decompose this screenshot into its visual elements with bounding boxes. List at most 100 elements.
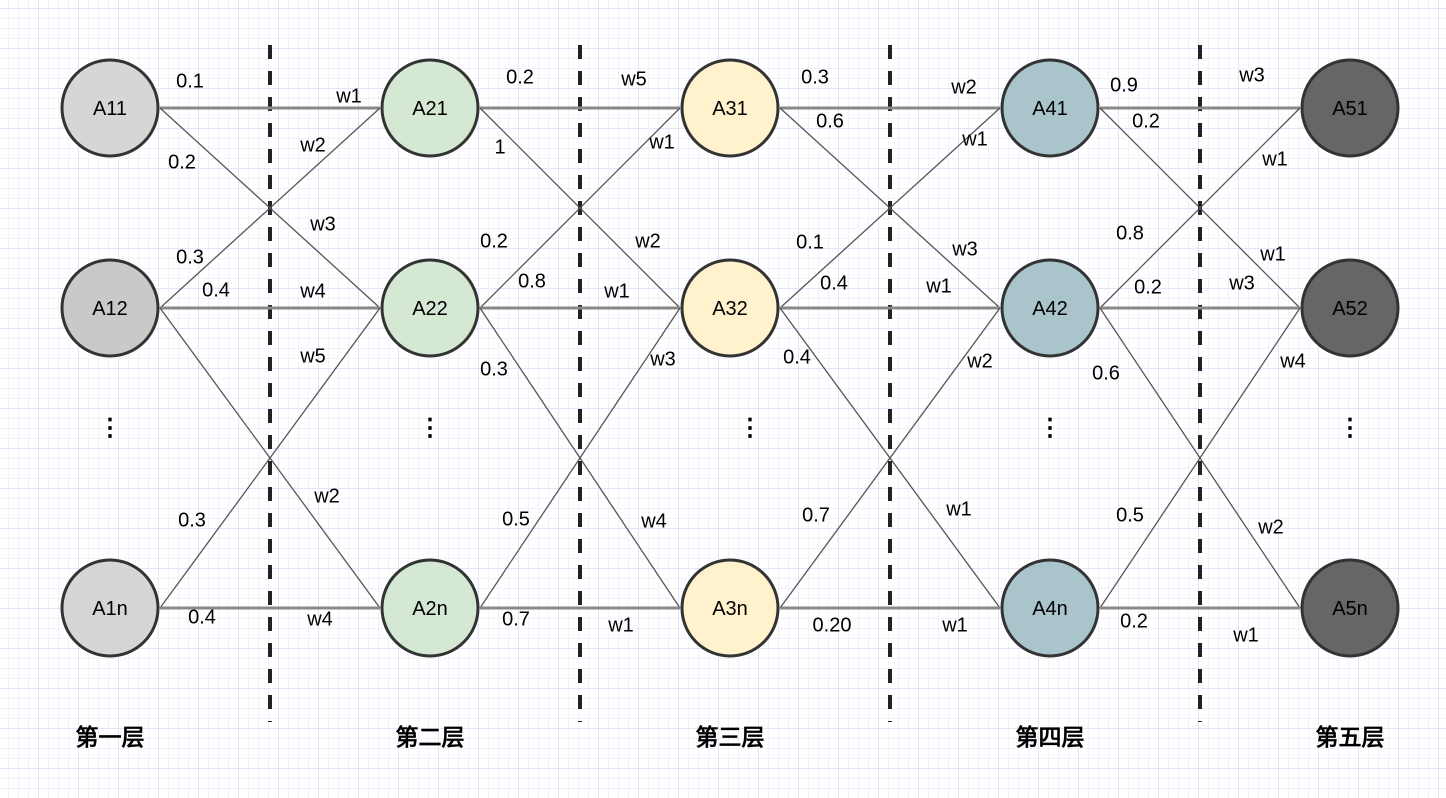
edge [779, 307, 1001, 609]
node-a12[interactable]: A12 [60, 258, 160, 358]
edge-weight-label: 0.7 [502, 608, 530, 631]
node-a31[interactable]: A31 [680, 58, 780, 158]
edge-weight-label: w4 [300, 280, 326, 303]
edge-weight-label: 0.2 [168, 151, 196, 174]
edge-weight-label: 0.8 [1116, 222, 1144, 245]
node-label: A22 [412, 298, 448, 320]
layer-title: 第三层 [695, 724, 765, 750]
edge-weight-label: w2 [635, 230, 661, 253]
layer-title: 第二层 [395, 724, 465, 750]
node-label: A42 [1032, 298, 1068, 320]
node-a42[interactable]: A42 [1000, 258, 1100, 358]
edge-weight-label: w3 [650, 348, 676, 371]
edge-weight-label: 0.3 [176, 246, 204, 269]
edge-weight-label: 0.3 [480, 358, 508, 381]
edge-weight-label: 0.5 [1116, 504, 1144, 527]
edge-weight-label: 0.1 [796, 231, 824, 254]
edge-weight-label: 0.3 [801, 66, 829, 89]
edge-weight-label: w1 [1262, 148, 1288, 171]
node-label: A2n [412, 598, 448, 620]
edge-weight-label: 0.4 [202, 279, 230, 302]
ellipsis: ⋮ [98, 414, 122, 442]
node-a3n[interactable]: A3n [680, 558, 780, 658]
node-label: A31 [712, 98, 748, 120]
edge-weight-label: 0.2 [506, 66, 534, 89]
edge-weight-label: w2 [1258, 516, 1284, 539]
edge-weight-label: 0.2 [480, 230, 508, 253]
layer-title: 第四层 [1015, 724, 1085, 750]
layer-title: 第一层 [75, 724, 145, 750]
node-label: A5n [1332, 598, 1368, 620]
edge [1099, 107, 1301, 309]
node-a52[interactable]: A52 [1300, 258, 1400, 358]
node-a22[interactable]: A22 [380, 258, 480, 358]
node-a1n[interactable]: A1n [60, 558, 160, 658]
edge-weight-label: w1 [942, 614, 968, 637]
edge-weight-label: w1 [946, 498, 972, 521]
node-a51[interactable]: A51 [1300, 58, 1400, 158]
edge-weight-label: 0.8 [518, 270, 546, 293]
edge-weight-label: w2 [300, 134, 326, 157]
edge-weight-label: w3 [310, 213, 336, 236]
edge-weight-label: 0.6 [1092, 362, 1120, 385]
node-a2n[interactable]: A2n [380, 558, 480, 658]
node-label: A51 [1332, 98, 1368, 120]
node-label: A11 [93, 98, 127, 120]
edge-weight-label: 0.6 [816, 110, 844, 133]
ellipsis: ⋮ [1338, 414, 1362, 442]
edge [159, 307, 381, 609]
node-a5n[interactable]: A5n [1300, 558, 1400, 658]
edge-weight-label: w3 [1239, 64, 1265, 87]
edge-weight-label: 0.5 [502, 508, 530, 531]
node-label: A12 [92, 298, 128, 320]
edge [159, 107, 381, 309]
edge-weight-label: 0.2 [1132, 110, 1160, 133]
node-label: A52 [1332, 298, 1368, 320]
edge [1099, 307, 1301, 609]
edge-weight-label: w3 [952, 238, 978, 261]
edge-weight-label: w2 [314, 485, 340, 508]
edge-weight-label: 0.7 [802, 504, 830, 527]
edge-weight-label: w1 [649, 131, 675, 154]
node-label: A3n [712, 598, 748, 620]
edge-weight-label: 1 [494, 136, 506, 159]
edge-weight-label: w1 [1260, 243, 1286, 266]
edge-weight-label: w1 [604, 280, 630, 303]
edge-weight-label: 0.1 [176, 70, 204, 93]
node-a41[interactable]: A41 [1000, 58, 1100, 158]
edge-weight-label: w1 [336, 85, 362, 108]
node-a32[interactable]: A32 [680, 258, 780, 358]
ellipsis: ⋮ [1038, 414, 1062, 442]
node-a11[interactable]: A11 [60, 58, 160, 158]
edge-weight-label: w4 [641, 510, 667, 533]
edge-weight-label: w2 [951, 76, 977, 99]
node-label: A21 [412, 98, 448, 120]
ellipsis: ⋮ [738, 414, 762, 442]
edge-weight-label: w5 [621, 68, 647, 91]
edge-weight-label: 0.9 [1110, 74, 1138, 97]
edge-weight-label: w5 [300, 345, 326, 368]
edge-weight-label: w2 [967, 350, 993, 373]
edge [479, 107, 681, 309]
layer-title: 第五层 [1315, 724, 1385, 750]
edge-weight-label: 0.4 [820, 272, 848, 295]
node-label: A4n [1032, 598, 1068, 620]
edge-weight-label: 0.4 [783, 346, 811, 369]
edge-weight-label: w4 [307, 608, 333, 631]
edge-weight-label: w4 [1280, 350, 1306, 373]
edge-weight-label: w1 [926, 275, 952, 298]
edge-weight-label: w1 [962, 128, 988, 151]
node-a4n[interactable]: A4n [1000, 558, 1100, 658]
edge-weight-label: 0.20 [812, 614, 852, 637]
node-a21[interactable]: A21 [380, 58, 480, 158]
edge-weight-label: 0.3 [178, 509, 206, 532]
edge-weight-label: w1 [608, 614, 634, 637]
node-label: A32 [712, 298, 748, 320]
edge [779, 107, 1001, 309]
ellipsis: ⋮ [418, 414, 442, 442]
edge-weight-label: w3 [1229, 272, 1255, 295]
edge-weight-label: 0.2 [1120, 610, 1148, 633]
node-label: A1n [92, 598, 128, 620]
edge [479, 307, 681, 609]
